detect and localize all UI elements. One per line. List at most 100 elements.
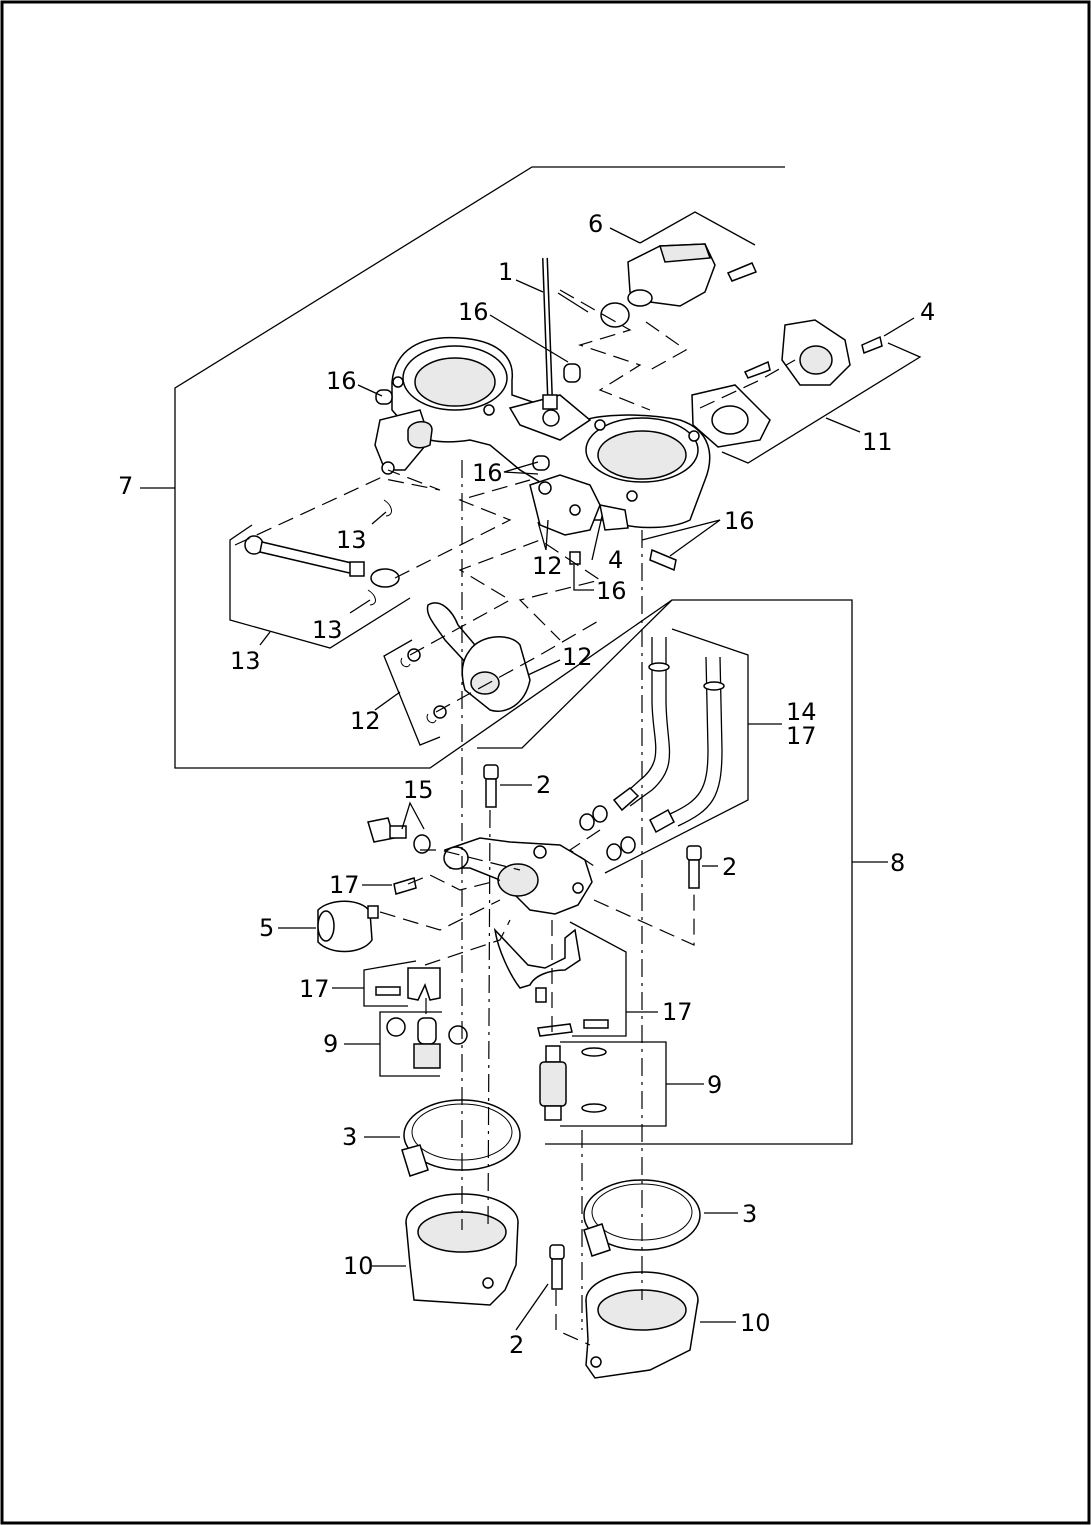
part-8-fuel-rail	[443, 837, 593, 1003]
callout-4-top: 4	[920, 298, 935, 326]
dash-rod-2	[394, 479, 531, 579]
callout-16-mid: 16	[472, 459, 503, 487]
dash-clip	[424, 919, 511, 966]
leader-6	[609, 227, 641, 244]
callout-2-right: 2	[722, 853, 737, 881]
callout-9-right: 9	[707, 1071, 722, 1099]
part-2-screw-right	[686, 845, 702, 889]
callout-2-top: 2	[536, 771, 551, 799]
leader-12-right	[527, 659, 561, 676]
leader-16-right	[641, 519, 721, 557]
callout-8: 8	[890, 849, 905, 877]
callout-13-mid: 13	[312, 616, 343, 644]
callout-7: 7	[118, 472, 133, 500]
callout-10-left: 10	[343, 1252, 374, 1280]
dash-bracket-2	[435, 619, 601, 713]
bracket-13	[229, 524, 411, 649]
dash-bracket	[409, 539, 602, 656]
leader-12-top	[537, 519, 549, 551]
leader-16-left	[357, 384, 383, 397]
bracket-17-right	[569, 921, 627, 1037]
part-17-clip-right	[537, 1023, 573, 1037]
part-2-screw-upper	[483, 764, 499, 808]
part-16-cap-top	[563, 363, 581, 383]
callout-16-left: 16	[326, 367, 357, 395]
leader-13-mid	[349, 599, 371, 614]
leader-12-left	[374, 691, 401, 711]
assembly-bracket-7-8	[174, 166, 853, 1145]
part-9-injector-right	[539, 1045, 607, 1121]
part-17-screw-a	[393, 877, 417, 895]
callout-17-lines: 17	[786, 722, 817, 750]
dash-oring	[568, 829, 601, 871]
callout-14: 14	[786, 698, 817, 726]
callout-16-spring: 16	[596, 577, 627, 605]
dash-screw17	[407, 874, 501, 891]
centerline-screw	[487, 809, 491, 1231]
callout-16-right: 16	[724, 507, 755, 535]
part-17-screw-c	[583, 1019, 609, 1029]
callout-12-right: 12	[562, 643, 593, 671]
callout-17-b: 17	[299, 975, 330, 1003]
callout-13-top: 13	[336, 526, 367, 554]
part-15-fitting	[367, 817, 431, 854]
callout-12-top: 12	[532, 552, 563, 580]
leader-13-top	[371, 511, 387, 525]
leader-13-bottom	[259, 631, 271, 646]
leader-16-spring	[573, 565, 594, 591]
fuel-rail-bracket-edge	[477, 599, 673, 749]
leader-16-mid	[503, 461, 539, 475]
bracket-11	[721, 342, 922, 464]
callout-10-right: 10	[740, 1309, 771, 1337]
leader-4-mid	[591, 515, 603, 561]
part-12-cable-bracket	[400, 602, 531, 724]
leader-11	[825, 417, 861, 433]
callout-17-a: 17	[329, 871, 360, 899]
leader-16-top	[489, 314, 569, 363]
bracket-14-17	[604, 628, 749, 874]
part-2-screw-lower	[549, 1244, 565, 1290]
callout-1: 1	[498, 258, 513, 286]
throttle-body-housing	[374, 336, 711, 536]
dash-rod	[234, 469, 441, 546]
part-10-flange-right	[585, 1271, 699, 1379]
part-13-linkage-rod	[244, 499, 400, 606]
bracket-12-left	[383, 639, 441, 746]
dash-iac-2	[645, 321, 688, 371]
part-17-clip-left	[407, 967, 441, 1001]
callout-6: 6	[588, 210, 603, 238]
callout-4-mid: 4	[608, 546, 623, 574]
leader-1	[515, 279, 544, 293]
leader-2-lower	[515, 1283, 549, 1331]
part-14-fuel-lines	[579, 637, 725, 861]
callout-labels: 1 6 16 16 4 11 7 16 16 13 12 4 16 13 13 …	[118, 210, 935, 1359]
callout-3-left: 3	[342, 1123, 357, 1151]
callout-11: 11	[862, 428, 893, 456]
leader-4-top	[883, 317, 915, 337]
callout-13-bottom: 13	[230, 647, 261, 675]
part-6-idle-air-control	[600, 243, 758, 328]
part-11-throttle-position-sensor	[691, 319, 883, 448]
part-16-spring	[569, 551, 581, 565]
callout-9-left: 9	[323, 1030, 338, 1058]
dash-screw-right	[593, 890, 695, 946]
part-17-screw-b	[375, 986, 401, 996]
dash-fitting	[420, 849, 521, 871]
callout-15: 15	[403, 776, 434, 804]
part-9-injector-left	[386, 1017, 468, 1069]
part-16-screw	[649, 548, 677, 572]
callout-16-top: 16	[458, 298, 489, 326]
leader-15	[401, 801, 425, 830]
callout-5: 5	[259, 914, 274, 942]
part-16-cap-left	[375, 389, 393, 405]
callout-2-lower: 2	[509, 1331, 524, 1359]
callout-17-c: 17	[662, 998, 693, 1026]
part-5-pressure-regulator	[317, 900, 379, 953]
part-3-clamp-left	[401, 1099, 521, 1177]
dash-iac	[559, 289, 651, 411]
bracket-6	[639, 211, 756, 246]
part-1-vacuum-tube	[542, 257, 558, 410]
